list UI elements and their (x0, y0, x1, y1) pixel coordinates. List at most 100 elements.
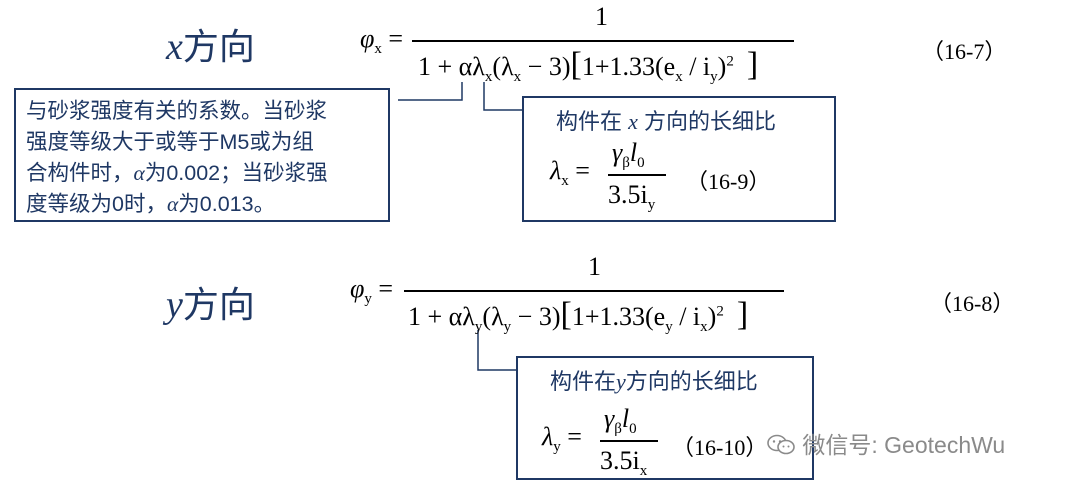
den-part: ) (707, 302, 717, 331)
den-part: − 3) (521, 52, 571, 81)
note-line: 强度等级大于或等于M5或为组 (26, 130, 314, 154)
lhs-subscript: y (364, 291, 372, 308)
note-line: 合构件时，α为0.002；当砂浆强 (26, 158, 378, 189)
note-line: 与砂浆强度有关的系数。当砂浆 (26, 99, 328, 123)
note-fragment: 为0.002；当砂浆强 (144, 161, 328, 185)
formula-numerator: 1 (588, 252, 601, 281)
watermark-text: 微信号: GeotechWu (802, 432, 1006, 458)
den-sub: x (675, 69, 683, 86)
title-part: 方向的长细比 (637, 109, 777, 134)
heading-variable: y (166, 284, 183, 326)
lhs-subscript: x (561, 173, 569, 190)
x-direction-heading: x方向 (166, 18, 255, 70)
alpha-connector (398, 82, 463, 101)
note-line: 度等级为0时，α为0.013。 (26, 189, 378, 220)
num-part: l (629, 138, 638, 167)
watermark: 微信号: GeotechWu (766, 426, 1005, 460)
alpha-symbol: α (133, 161, 145, 185)
y-direction-heading: y方向 (166, 276, 255, 328)
num-sub: 0 (629, 421, 637, 438)
title-variable: y (616, 369, 626, 394)
den-part: / i (672, 302, 701, 331)
den-sub: x (700, 319, 708, 336)
lambda-x-numerator: γβl0 (612, 138, 645, 172)
den-sub: x (639, 463, 648, 480)
equation-number-16-9: （16-9） (686, 169, 771, 194)
den-sub: y (503, 319, 512, 336)
fraction-bar (412, 40, 794, 42)
lambda-y-lhs: λy = (542, 422, 582, 456)
note-fragment: 度等级为0时， (26, 192, 167, 216)
den-sub: x (513, 69, 522, 86)
num-sub: β (614, 421, 622, 438)
alpha-note-box: 与砂浆强度有关的系数。当砂浆 强度等级大于或等于M5或为组 合构件时，α为0.0… (14, 88, 390, 222)
den-part: 1 + αλ (418, 52, 485, 81)
den-part: 3.5i (600, 446, 640, 475)
den-sub: y (474, 319, 483, 336)
title-part: 构件在 (550, 369, 617, 394)
lhs-subscript: y (553, 439, 561, 456)
num-part: γ (604, 404, 615, 433)
title-variable: x (628, 109, 638, 134)
equation-number-16-10: （16-10） (672, 435, 768, 460)
alpha-symbol: α (166, 192, 179, 216)
title-part: 构件在 (556, 109, 629, 134)
bracket: [ (560, 296, 572, 333)
lambda-y-fraction-bar (600, 440, 658, 442)
num-part: γ (612, 138, 623, 167)
den-sub: y (647, 197, 656, 214)
lhs-symbol: λ (542, 422, 554, 451)
title-part: 方向的长细比 (625, 369, 758, 394)
formula-lhs: φy = (350, 274, 394, 308)
lambda-x-lhs: λx = (550, 156, 590, 190)
lhs-symbol: λ (550, 156, 562, 185)
den-part: ) (717, 52, 727, 81)
bracket: ] (736, 296, 749, 333)
alpha-note-text: 与砂浆强度有关的系数。当砂浆 强度等级大于或等于M5或为组 合构件时，α为0.0… (26, 96, 378, 220)
lambda-y-connector (477, 330, 518, 371)
slenderness-x-title: 构件在 x 方向的长细比 (556, 104, 776, 136)
num-part: l (621, 404, 630, 433)
den-sup: 2 (726, 53, 734, 70)
den-sub: x (484, 69, 493, 86)
bracket: ] (746, 46, 759, 83)
formula-numerator: 1 (595, 2, 608, 31)
lambda-x-connector (483, 82, 522, 111)
slenderness-y-title: 构件在y方向的长细比 (550, 364, 758, 396)
den-part: 1+1.33(e (571, 302, 666, 331)
formula-denominator: 1 + αλy(λy − 3)[1+1.33(ey / ix)2 ] (408, 296, 748, 336)
den-part: (λ (482, 302, 504, 331)
lhs-symbol: φ (360, 24, 375, 53)
slenderness-x-box: 构件在 x 方向的长细比 λx = γβl0 3.5iy （16-9） (522, 96, 836, 222)
den-sup: 2 (716, 303, 724, 320)
heading-text: 方向 (182, 26, 255, 67)
lambda-y-denominator: 3.5ix (600, 446, 647, 480)
lambda-x-denominator: 3.5iy (608, 180, 655, 214)
equation-number-16-7: （16-7） (922, 39, 1007, 64)
den-part: 1+1.33(e (581, 52, 676, 81)
den-sub: y (710, 69, 718, 86)
den-sub: y (665, 319, 673, 336)
equation-number-16-8: （16-8） (930, 291, 1015, 316)
lhs-subscript: x (374, 41, 382, 58)
num-sub: 0 (637, 155, 645, 172)
formula-denominator: 1 + αλx(λx − 3)[1+1.33(ex / iy)2 ] (418, 46, 758, 86)
slenderness-y-box: 构件在y方向的长细比 λy = γβl0 3.5ix （16-10） (516, 356, 814, 480)
den-part: (λ (492, 52, 514, 81)
heading-variable: x (166, 26, 183, 68)
bracket: [ (570, 46, 582, 83)
num-sub: β (622, 155, 630, 172)
den-part: 3.5i (608, 180, 648, 209)
lambda-y-numerator: γβl0 (604, 404, 637, 438)
fraction-bar (404, 290, 784, 292)
den-part: − 3) (511, 302, 561, 331)
lhs-symbol: φ (350, 274, 365, 303)
heading-text: 方向 (182, 284, 255, 325)
formula-lhs: φx = (360, 24, 404, 58)
den-part: 1 + αλ (408, 302, 475, 331)
den-part: / i (682, 52, 711, 81)
note-fragment: 合构件时， (26, 161, 134, 185)
lambda-x-fraction-bar (608, 174, 666, 176)
wechat-icon (767, 434, 795, 455)
